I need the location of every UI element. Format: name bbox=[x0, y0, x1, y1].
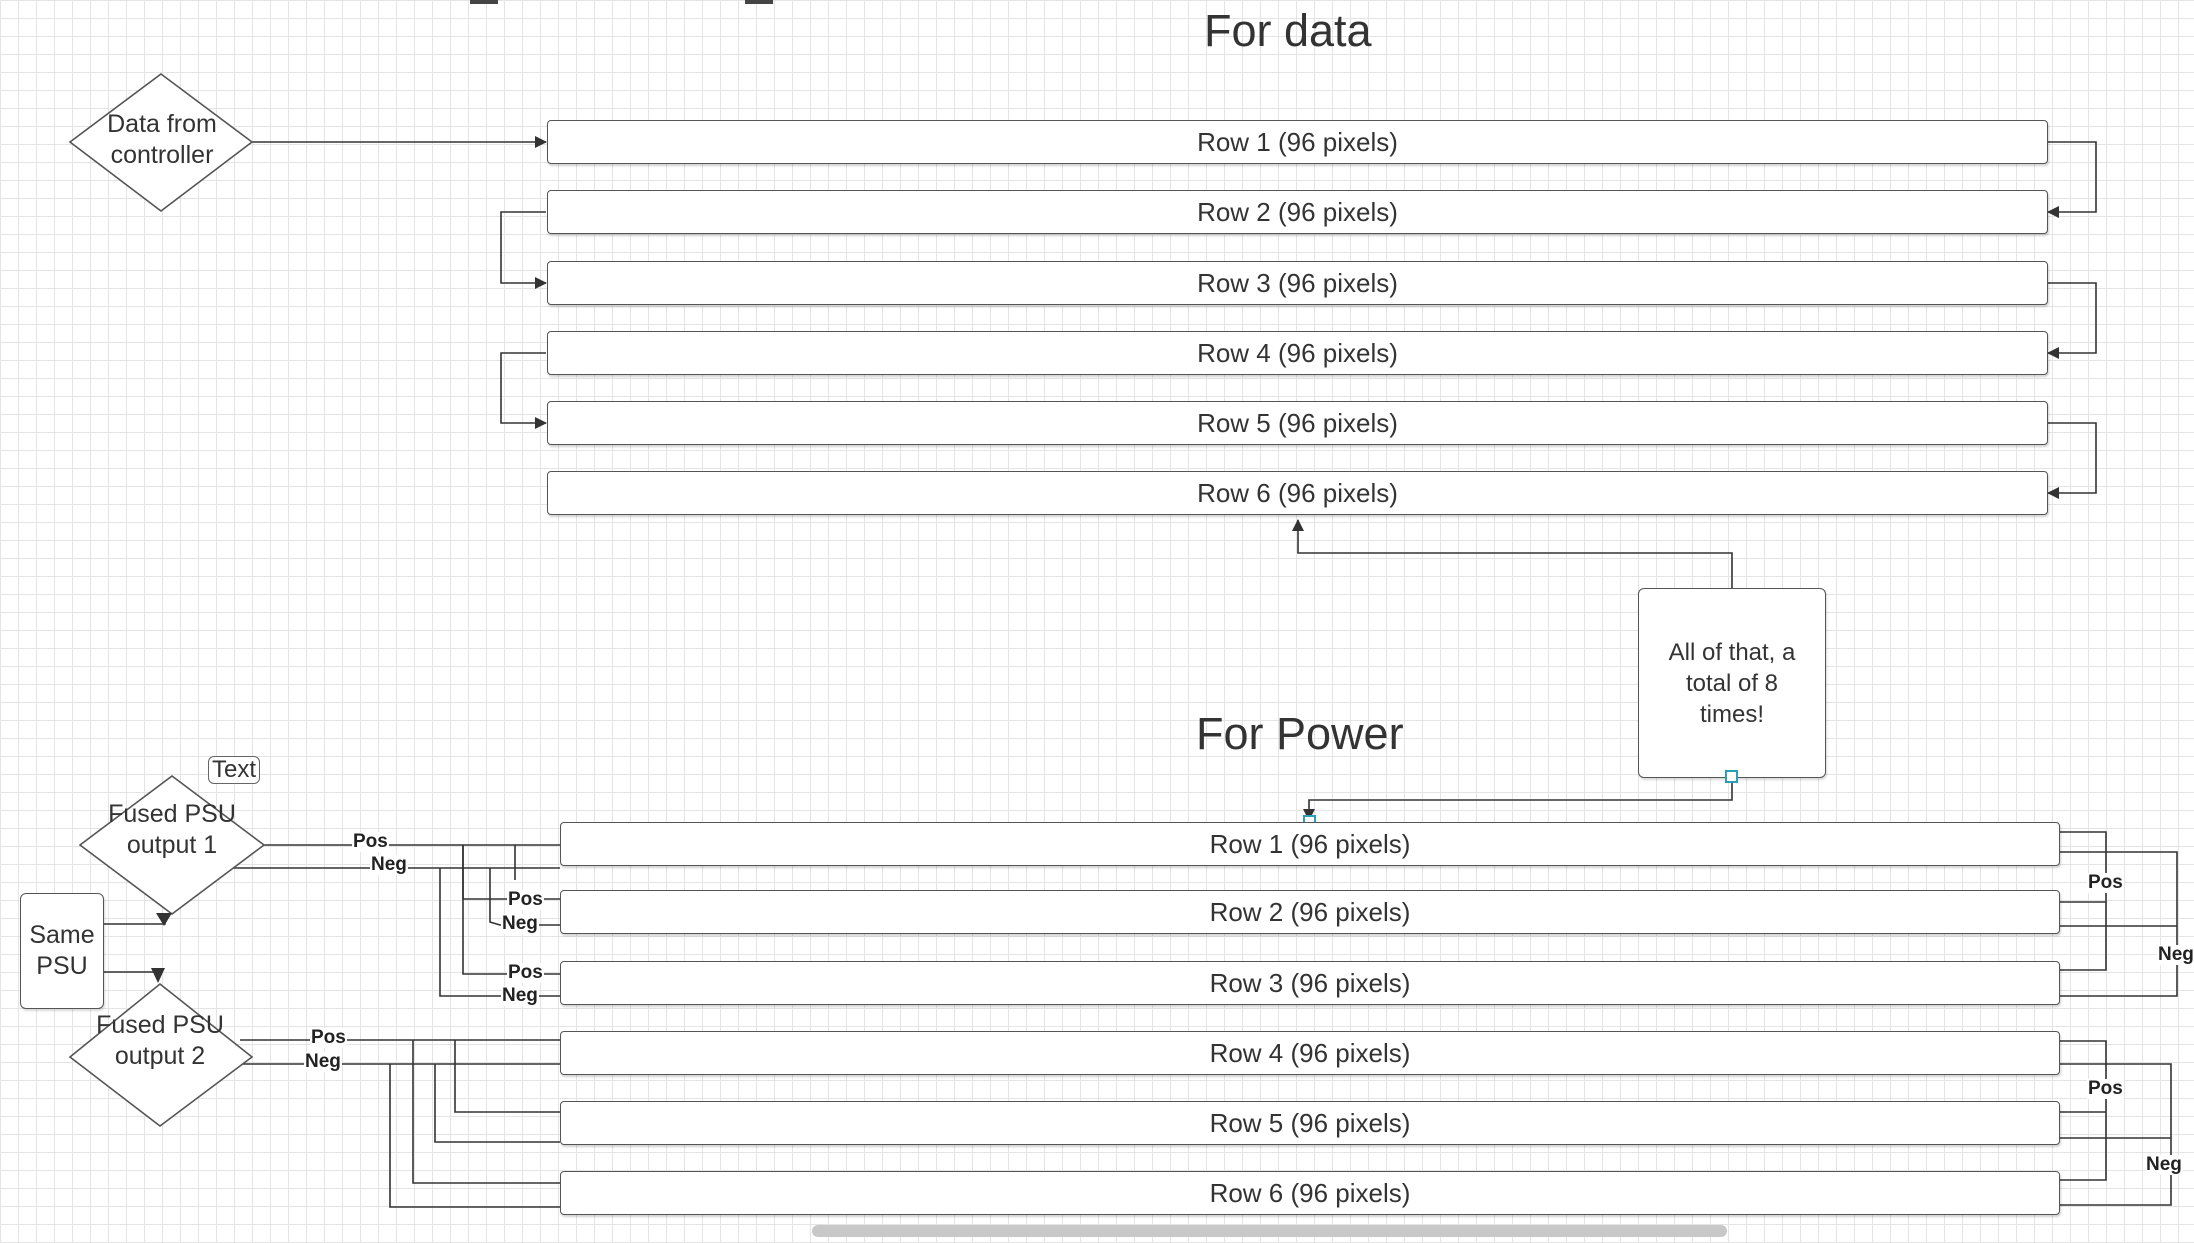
horizontal-scrollbar[interactable] bbox=[812, 1225, 1727, 1237]
psu-output-1-label[interactable]: Fused PSU output 1 bbox=[108, 800, 236, 859]
same-psu-label: Same PSU bbox=[29, 921, 95, 980]
neg-label-row2: Neg bbox=[501, 913, 539, 934]
selection-handle-note[interactable] bbox=[1725, 770, 1738, 783]
text-tag[interactable]: Text bbox=[208, 756, 261, 784]
toolbar-remnant-1 bbox=[470, 0, 498, 4]
neg-label-right-top: Neg bbox=[2157, 944, 2194, 965]
neg-label-psu2: Neg bbox=[304, 1051, 342, 1072]
power-row-6[interactable]: Row 6 (96 pixels) bbox=[560, 1171, 2060, 1215]
psu-output-2-diamond bbox=[68, 982, 254, 1128]
data-row-1[interactable]: Row 1 (96 pixels) bbox=[547, 120, 2048, 164]
title-for-data: For data bbox=[1204, 5, 1372, 56]
power-row-5[interactable]: Row 5 (96 pixels) bbox=[560, 1101, 2060, 1145]
power-row-2[interactable]: Row 2 (96 pixels) bbox=[560, 890, 2060, 934]
power-row-4[interactable]: Row 4 (96 pixels) bbox=[560, 1031, 2060, 1075]
data-row-6[interactable]: Row 6 (96 pixels) bbox=[547, 471, 2048, 515]
toolbar-remnant-2 bbox=[745, 0, 773, 4]
data-row-5[interactable]: Row 5 (96 pixels) bbox=[547, 401, 2048, 445]
neg-label-row3: Neg bbox=[501, 985, 539, 1006]
pos-label-right-bottom: Pos bbox=[2087, 1078, 2124, 1099]
controller-label[interactable]: Data from controller bbox=[107, 110, 217, 169]
pos-label-row3: Pos bbox=[507, 962, 544, 983]
psu-output-1-diamond bbox=[78, 775, 266, 915]
pos-label-row2: Pos bbox=[507, 889, 544, 910]
neg-label-right-bottom: Neg bbox=[2145, 1154, 2183, 1175]
pos-label-right-top: Pos bbox=[2087, 872, 2124, 893]
data-row-3[interactable]: Row 3 (96 pixels) bbox=[547, 261, 2048, 305]
controller-diamond bbox=[68, 73, 254, 213]
power-row-1[interactable]: Row 1 (96 pixels) bbox=[560, 822, 2060, 866]
power-row-3[interactable]: Row 3 (96 pixels) bbox=[560, 961, 2060, 1005]
neg-label-psu1: Neg bbox=[370, 854, 408, 875]
data-row-2[interactable]: Row 2 (96 pixels) bbox=[547, 190, 2048, 234]
note-text: All of that, a total of 8 times! bbox=[1668, 638, 1796, 728]
note-box[interactable]: All of that, a total of 8 times! bbox=[1638, 588, 1826, 778]
pos-label-psu1: Pos bbox=[352, 831, 389, 852]
pos-label-psu2: Pos bbox=[310, 1027, 347, 1048]
psu-output-2-label[interactable]: Fused PSU output 2 bbox=[96, 1011, 224, 1070]
same-psu-box[interactable]: Same PSU bbox=[20, 893, 104, 1009]
data-row-4[interactable]: Row 4 (96 pixels) bbox=[547, 331, 2048, 375]
title-for-power: For Power bbox=[1196, 708, 1404, 759]
